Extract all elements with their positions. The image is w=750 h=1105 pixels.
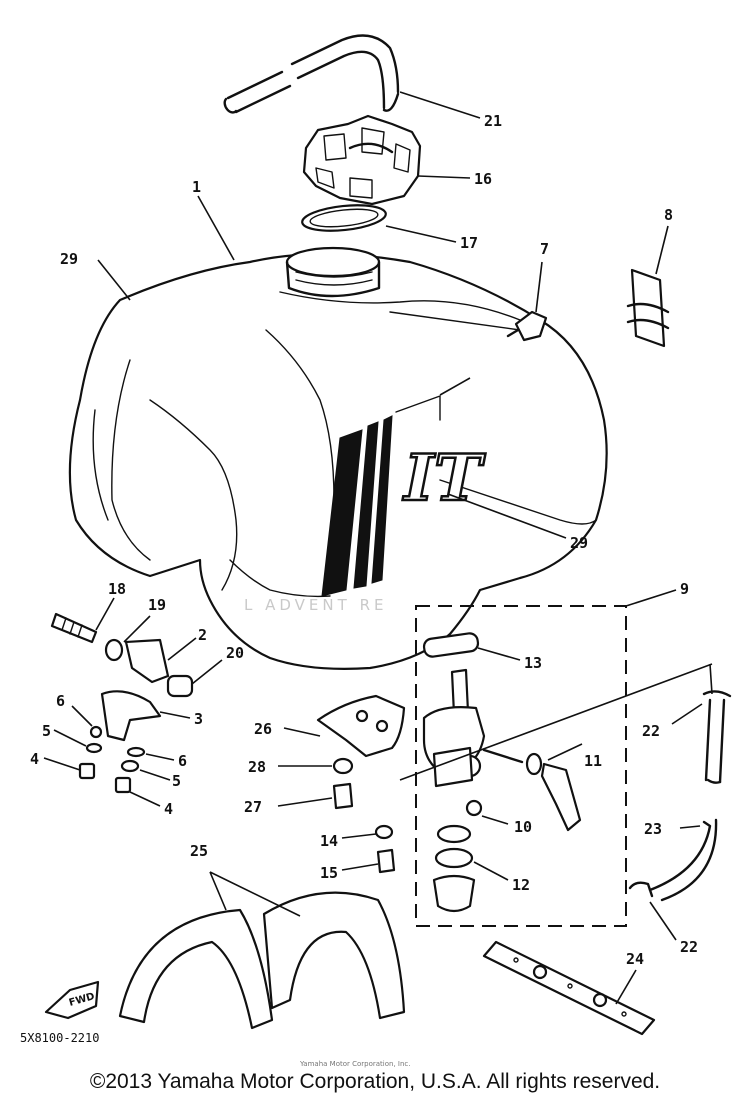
- callout-28: 28: [248, 758, 266, 776]
- screw-27: [277, 782, 354, 810]
- bracket-3: [100, 690, 191, 742]
- washers-nuts-right: [114, 746, 175, 807]
- fwd-arrow: FWD: [44, 980, 100, 1020]
- callout-24: 24: [626, 950, 644, 968]
- tank-logo: IT: [402, 441, 486, 516]
- callout-4b: 4: [164, 800, 173, 818]
- callout-5a: 5: [42, 722, 51, 740]
- bracket-2: [124, 637, 197, 684]
- copyright-notice: ©2013 Yamaha Motor Corporation, U.S.A. A…: [89, 1070, 661, 1093]
- callout-19: 19: [148, 596, 166, 614]
- callout-13: 13: [524, 654, 542, 672]
- fuel-cap-16: [302, 114, 471, 206]
- callout-11: 11: [584, 752, 602, 770]
- callout-3: 3: [194, 710, 203, 728]
- callout-10: 10: [514, 818, 532, 836]
- callout-9: 9: [680, 580, 689, 598]
- callout-5b: 5: [172, 772, 181, 790]
- callout-18: 18: [108, 580, 126, 598]
- cap-gasket-17: [301, 204, 457, 243]
- callout-25: 25: [190, 842, 208, 860]
- callout-14: 14: [320, 832, 338, 850]
- tank-covers-25: [118, 871, 406, 1030]
- callout-17: 17: [460, 234, 478, 252]
- callout-15: 15: [320, 864, 338, 882]
- bolts-14-15: [341, 824, 396, 874]
- fuel-hose-23: [648, 698, 726, 902]
- fuel-tank-1: IT: [68, 195, 608, 670]
- callout-23: 23: [644, 820, 662, 838]
- sediment-bowl-10-12: [432, 799, 509, 913]
- washer-19: [104, 615, 151, 662]
- callout-12: 12: [512, 876, 530, 894]
- washers-nuts-left: [43, 705, 103, 780]
- callout-29a: 29: [60, 250, 78, 268]
- bolt-7: [506, 261, 548, 342]
- callout-4a: 4: [30, 750, 39, 768]
- callout-6a: 6: [56, 692, 65, 710]
- callout-16: 16: [474, 170, 492, 188]
- fuel-petcock: [422, 668, 524, 788]
- bolt-18: [50, 597, 115, 644]
- damper-20: [166, 659, 223, 698]
- diagram-code: 5X8100-2210: [20, 1031, 99, 1045]
- callout-6b: 6: [178, 752, 187, 770]
- callout-21: 21: [484, 112, 502, 130]
- watermark: L ADVENT RE: [244, 596, 387, 614]
- callout-22a: 22: [642, 722, 660, 740]
- callout-27: 27: [244, 798, 262, 816]
- callout-20: 20: [226, 644, 244, 662]
- callout-1: 1: [192, 178, 201, 196]
- petcock-fitting-11: [525, 743, 583, 832]
- callout-8: 8: [664, 206, 673, 224]
- callout-2: 2: [198, 626, 207, 644]
- callout-22b: 22: [680, 938, 698, 956]
- callout-29b: 29: [570, 534, 588, 552]
- tank-bracket-8: [626, 225, 670, 348]
- faint-credit: Yamaha Motor Corporation, Inc.: [299, 1060, 411, 1068]
- breather-hose-21: [223, 34, 481, 119]
- lever-spring-13: [422, 632, 521, 661]
- callout-7: 7: [540, 240, 549, 258]
- bracket-26: [283, 694, 406, 758]
- nut-28: [278, 757, 354, 775]
- hose-clip-22: [628, 690, 732, 941]
- tank-strip-24: [482, 940, 656, 1036]
- callout-26: 26: [254, 720, 272, 738]
